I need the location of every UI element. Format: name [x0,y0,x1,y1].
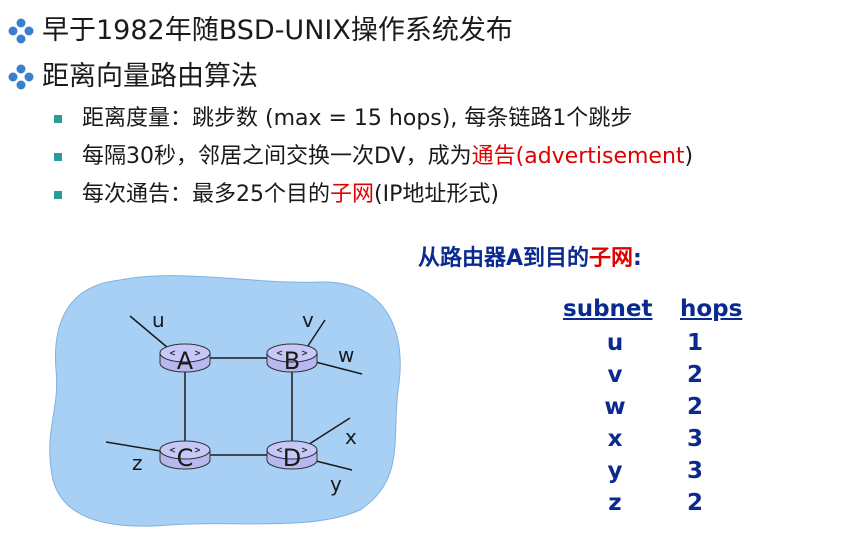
network-diagram: A B C D u v w x y z [49,275,401,527]
subnet-label-y: y [330,472,342,496]
table-heading-part1: 从路由器A到目的 [418,246,590,271]
bullet-1-text: 早于1982年随BSD-UNIX操作系统发布 [42,15,513,46]
sub-bullet-2-tail: ) [684,144,694,169]
table-heading: 从路由器A到目的子网: [418,240,642,272]
router-a-icon: A [159,343,211,375]
router-c-icon: C [159,440,211,472]
sub-bullet-3: 每次通告：最多25个目的子网(IP地址形式) [54,180,499,210]
sub-bullet-2-highlight: 通告 [471,144,516,169]
sub-bullet-2: 每隔30秒，邻居之间交换一次DV，成为通告(advertisement) [54,142,693,172]
square-bullet-icon [54,191,62,199]
square-bullet-icon [54,153,62,161]
sub-bullet-3-highlight: 子网 [330,182,375,207]
sub-bullet-2-highlight-en: (advertisement [515,144,685,169]
table-header-hops: hops [680,296,743,322]
diamond-bullet-icon [8,64,34,90]
table-header-subnet: subnet [563,296,653,322]
subnet-label-x: x [345,425,357,449]
table-cell-subnet: y [607,458,623,484]
square-bullet-icon [54,115,62,123]
router-c-label: C [177,444,194,472]
sub-bullet-3-text: 每次通告：最多25个目的 [82,182,330,207]
subnet-label-v: v [302,308,314,332]
router-b-icon: B [266,343,318,375]
bullet-2: 距离向量路由算法 [8,60,258,94]
subnet-label-w: w [338,343,354,367]
router-d-icon: D [266,440,318,472]
table-cell-subnet: u [606,330,624,356]
sub-bullet-1-text: 距离度量：跳步数 (max = 15 hops), 每条链路1个跳步 [82,106,633,131]
table-cell-hops: 2 [686,394,703,420]
bullet-2-text: 距离向量路由算法 [42,61,258,92]
table-cell-hops: 3 [686,426,703,452]
sub-bullet-1: 距离度量：跳步数 (max = 15 hops), 每条链路1个跳步 [54,104,632,134]
router-b-label: B [284,347,300,375]
table-cell-hops: 2 [686,490,703,516]
table-cell-hops: 2 [686,362,703,388]
router-d-label: D [283,444,301,472]
bullet-1: 早于1982年随BSD-UNIX操作系统发布 [8,14,513,48]
table-heading-part3: : [633,246,642,271]
diamond-bullet-icon [8,18,34,44]
table-cell-hops: 1 [686,330,703,356]
router-a-label: A [177,347,194,375]
table-cell-hops: 3 [686,458,703,484]
table-cell-subnet: w [604,394,626,420]
subnet-label-u: u [152,308,165,332]
network-cloud [49,275,401,527]
table-cell-subnet: v [607,362,623,388]
sub-bullet-3-tail: (IP地址形式) [374,182,499,207]
sub-bullet-2-text: 每隔30秒，邻居之间交换一次DV，成为 [82,144,472,169]
subnet-label-z: z [132,451,143,475]
table-cell-subnet: x [607,426,623,452]
table-heading-part2: 子网 [589,246,634,271]
table-cell-subnet: z [608,490,622,516]
